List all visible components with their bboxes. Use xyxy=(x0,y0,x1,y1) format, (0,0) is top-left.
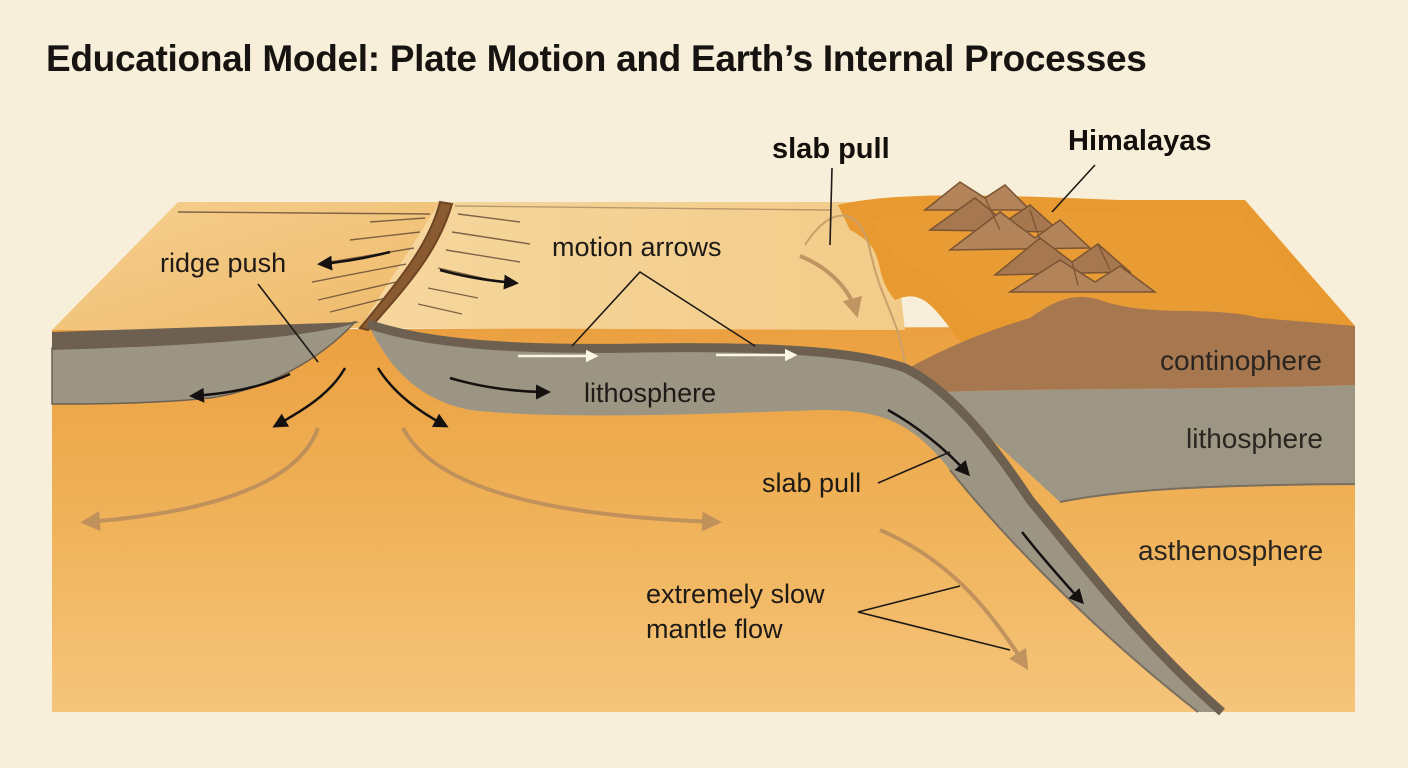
label-lithosphere-ocean: lithosphere xyxy=(584,378,716,408)
lithosphere-arrow-right xyxy=(449,376,551,400)
mantle-flow-arrow-center xyxy=(401,427,722,532)
label-himalayas: Himalayas xyxy=(1068,125,1212,157)
himalaya-mountains xyxy=(922,181,1158,293)
upwelling-arrow-left xyxy=(272,367,347,428)
plate-top-surface-right xyxy=(360,202,905,330)
leader-himalayas xyxy=(1051,164,1096,213)
ridge-push-arrow-top-right xyxy=(439,268,519,290)
label-motion-arrows: motion arrows xyxy=(552,232,722,262)
trench-outline xyxy=(804,214,906,366)
label-ridge-push: ridge push xyxy=(160,248,286,278)
leader-mantle-flow xyxy=(857,585,1011,651)
label-mantle-flow-line2: mantle flow xyxy=(646,614,783,644)
subducting-slab-bottom-edge xyxy=(949,469,1199,713)
continental-lithosphere xyxy=(940,385,1355,502)
ridge-fractures xyxy=(177,205,831,315)
slab-arrow-lower xyxy=(1021,531,1085,605)
mantle-flow-arrow-right xyxy=(879,528,1029,671)
leader-slab-pull-top xyxy=(829,167,833,246)
leader-ridge-push xyxy=(257,283,319,363)
page-title: Educational Model: Plate Motion and Eart… xyxy=(46,38,1147,79)
slab-pull-arrow-surface xyxy=(799,254,862,318)
label-slab-pull-mid: slab pull xyxy=(762,468,861,498)
label-mantle-flow-line1: extremely slow xyxy=(646,579,825,609)
label-slab-pull-top: slab pull xyxy=(772,133,890,165)
slab-arrow-upper xyxy=(887,408,970,477)
upwelling-arrow-right xyxy=(376,367,449,428)
leader-motion-arrows xyxy=(571,270,756,347)
lithosphere-arrow-left xyxy=(189,372,291,403)
oceanic-crust-left xyxy=(52,322,360,350)
plate-top-surface-left xyxy=(52,202,440,330)
white-motion-arrows xyxy=(518,348,798,363)
leader-slab-pull-mid xyxy=(877,451,951,484)
label-lithosphere-right: lithosphere xyxy=(1186,423,1323,454)
leader-lines xyxy=(257,164,1096,651)
ridge-rift xyxy=(358,200,454,332)
continental-lithosphere-boundary xyxy=(1059,483,1356,503)
subducting-slab xyxy=(368,324,1222,712)
mantle-flow-arrow-left xyxy=(80,427,320,531)
black-motion-arrows xyxy=(189,250,1085,605)
label-continophere: continophere xyxy=(1160,345,1322,376)
subducting-slab-top-edge xyxy=(366,319,1225,716)
label-asthenosphere: asthenosphere xyxy=(1138,535,1323,566)
continental-crust xyxy=(905,296,1355,392)
mantle-flow-arrows xyxy=(80,254,1029,671)
ridge-push-arrow-top-left xyxy=(317,250,391,271)
